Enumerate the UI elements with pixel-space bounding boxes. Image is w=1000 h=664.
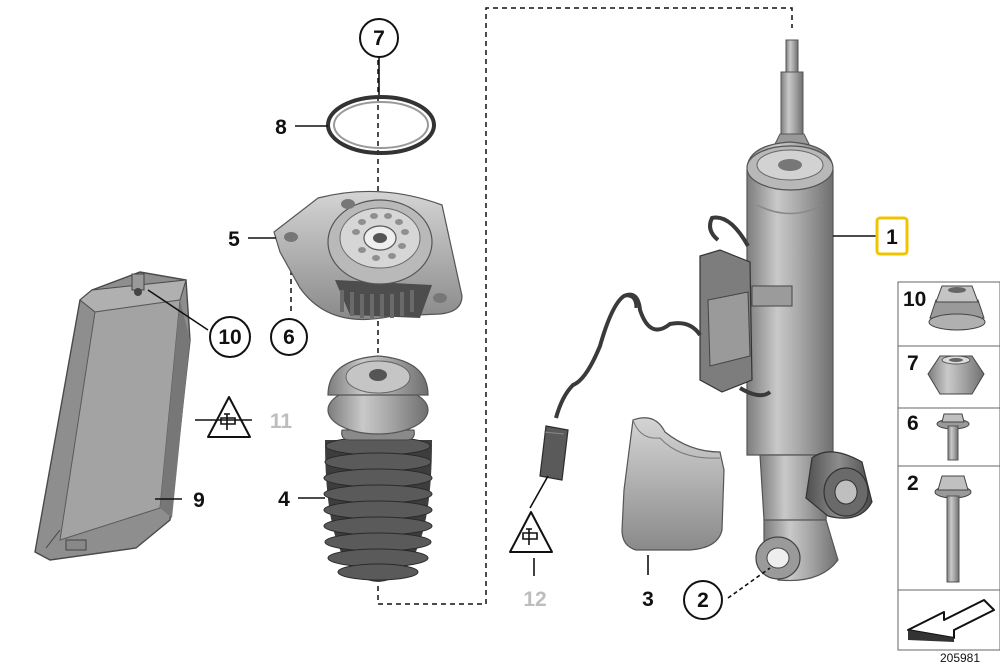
callout-10-circled: 10 — [209, 316, 251, 358]
part-top-mount — [273, 190, 463, 321]
callout-8: 8 — [275, 116, 287, 139]
svg-text:7: 7 — [373, 27, 385, 50]
part-bump-stop-boot — [323, 355, 433, 582]
callout-7-circled: 7 — [359, 18, 399, 58]
callout-5: 5 — [228, 228, 240, 251]
svg-text:1: 1 — [886, 226, 898, 249]
svg-text:10: 10 — [218, 326, 241, 349]
leader-lines — [147, 55, 876, 599]
svg-text:7: 7 — [907, 352, 919, 375]
svg-text:4: 4 — [278, 488, 290, 511]
callout-6-circled: 6 — [270, 318, 308, 356]
svg-text:6: 6 — [907, 412, 919, 435]
diagram-id: 205981 — [940, 651, 980, 664]
callout-3: 3 — [642, 588, 654, 611]
svg-text:12: 12 — [523, 588, 546, 611]
svg-text:5: 5 — [228, 228, 240, 251]
svg-text:8: 8 — [275, 116, 287, 139]
svg-text:9: 9 — [193, 489, 205, 512]
legend-item-long-bolt: 2 — [907, 472, 972, 583]
small-parts-legend: 10 7 6 2 — [897, 281, 1000, 651]
part-o-ring — [326, 95, 436, 155]
part-shock-absorber — [539, 39, 873, 582]
svg-text:6: 6 — [283, 326, 295, 349]
svg-text:2: 2 — [697, 589, 709, 612]
svg-text:3: 3 — [642, 588, 654, 611]
callout-1-highlighted: 1 — [875, 216, 909, 256]
part-control-unit — [34, 271, 191, 561]
connector-warning-icon — [207, 396, 553, 553]
callout-11: 11 — [270, 410, 293, 433]
arrow-icon — [907, 599, 995, 642]
legend-item-hex-nut: 7 — [907, 352, 985, 395]
svg-text:2: 2 — [907, 472, 919, 495]
legend-item-short-bolt: 6 — [907, 412, 970, 461]
callout-12: 12 — [523, 588, 546, 611]
part-protective-cover — [621, 417, 725, 551]
svg-text:11: 11 — [270, 410, 293, 433]
callout-2-circled: 2 — [683, 580, 723, 620]
legend-item-flange-nut: 10 — [903, 285, 986, 331]
svg-text:10: 10 — [903, 288, 926, 311]
callout-9: 9 — [193, 489, 205, 512]
callout-4: 4 — [278, 488, 290, 511]
